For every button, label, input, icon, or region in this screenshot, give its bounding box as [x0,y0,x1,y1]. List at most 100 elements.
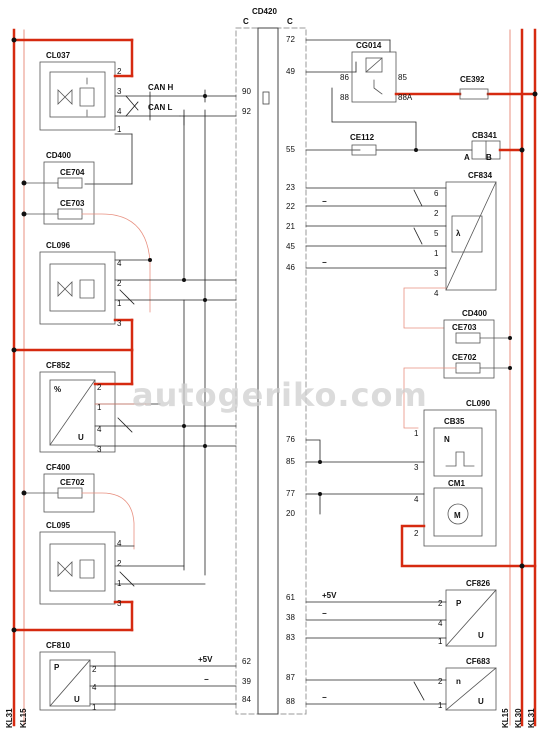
svg-text:4: 4 [438,619,443,628]
cl037-power [12,38,134,78]
svg-text:38: 38 [286,613,295,622]
svg-text:3: 3 [117,599,122,608]
svg-text:2: 2 [434,209,439,218]
cl096-power [12,318,134,352]
cf852-label: CF852 [46,361,71,370]
cf834-link [403,287,447,329]
right-rails [509,28,537,727]
cd400-left-links [81,213,151,313]
svg-text:CE702: CE702 [60,478,85,487]
svg-text:2: 2 [97,383,102,392]
svg-text:88A: 88A [398,93,413,102]
component-cl095 [39,531,116,605]
ce392-label: CE392 [460,75,485,84]
cf834-wires [305,187,447,269]
rail-kl31-left: KL31 [5,708,14,728]
cl096-wires [114,115,237,305]
ce392 [459,88,489,100]
svg-text:4: 4 [117,259,122,268]
cl037-wires [84,75,237,301]
can-h-label: CAN H [148,83,174,92]
svg-text:87: 87 [286,673,295,682]
cf683-wires [305,679,447,705]
component-cg014 [351,51,397,103]
cf834-label: CF834 [468,171,493,180]
svg-text:2: 2 [92,665,97,674]
svg-text:22: 22 [286,202,295,211]
cl037-label: CL037 [46,51,71,60]
svg-text:U: U [74,695,80,704]
junction-dots [11,37,538,633]
cf810-label: CF810 [46,641,71,650]
cf826-wires [305,601,447,639]
ce112-label: CE112 [350,133,375,142]
svg-text:20: 20 [286,509,295,518]
svg-text:1: 1 [117,125,122,134]
cg014-label: CG014 [356,41,382,50]
svg-text:39: 39 [242,677,251,686]
svg-text:21: 21 [286,222,295,231]
svg-text:P: P [54,663,60,672]
ecu-connector-cd420 [235,27,307,715]
cl095-power [12,600,134,632]
component-cf834 [445,181,497,291]
svg-text:1: 1 [117,579,122,588]
svg-text:4: 4 [117,107,122,116]
ce112 [351,144,377,156]
cb341-label: CB341 [472,131,497,140]
svg-text:85: 85 [398,73,407,82]
svg-text:%: % [54,385,61,394]
svg-text:1: 1 [438,701,443,710]
component-cl037 [39,61,116,131]
svg-text:4: 4 [434,289,439,298]
cf400-label: CF400 [46,463,71,472]
rail-kl15-right: KL15 [501,708,510,728]
component-cl096 [39,251,116,325]
svg-text:1: 1 [117,299,122,308]
svg-text:92: 92 [242,107,251,116]
svg-text:A: A [464,153,470,162]
component-cd400-right [443,319,511,379]
svg-text:−: − [204,675,209,684]
svg-text:−: − [322,609,327,618]
svg-text:+5V: +5V [198,655,213,664]
svg-text:M: M [454,511,461,520]
svg-text:77: 77 [286,489,295,498]
svg-text:−: − [322,197,327,206]
svg-text:76: 76 [286,435,295,444]
svg-text:6: 6 [434,189,439,198]
svg-text:1: 1 [97,403,102,412]
cl096-label: CL096 [46,241,71,250]
component-cd400-left [23,161,95,225]
svg-text:2: 2 [117,279,122,288]
cd400-right-label: CD400 [462,309,487,318]
svg-text:3: 3 [434,269,439,278]
svg-text:84: 84 [242,695,251,704]
rail-kl30-right: KL30 [514,708,523,728]
svg-text:83: 83 [286,633,295,642]
cf826-label: CF826 [466,579,491,588]
svg-text:88: 88 [286,697,295,706]
svg-text:U: U [478,697,484,706]
svg-text:3: 3 [117,87,122,96]
svg-text:CE704: CE704 [60,168,85,177]
svg-text:+5V: +5V [322,591,337,600]
component-cf810 [39,651,116,711]
svg-text:λ: λ [456,229,461,238]
component-cf852 [39,371,116,453]
svg-text:CM1: CM1 [448,479,465,488]
svg-text:49: 49 [286,67,295,76]
svg-text:55: 55 [286,145,295,154]
cl095-label: CL095 [46,521,71,530]
svg-text:1: 1 [414,429,419,438]
component-cf683 [445,667,497,711]
svg-text:62: 62 [242,657,251,666]
cf852-power [93,348,134,386]
svg-text:U: U [78,433,84,442]
ecu-col-right: C [287,17,293,26]
cd400-right-link [403,367,457,429]
cl090-wires [305,439,425,515]
svg-text:61: 61 [286,593,295,602]
